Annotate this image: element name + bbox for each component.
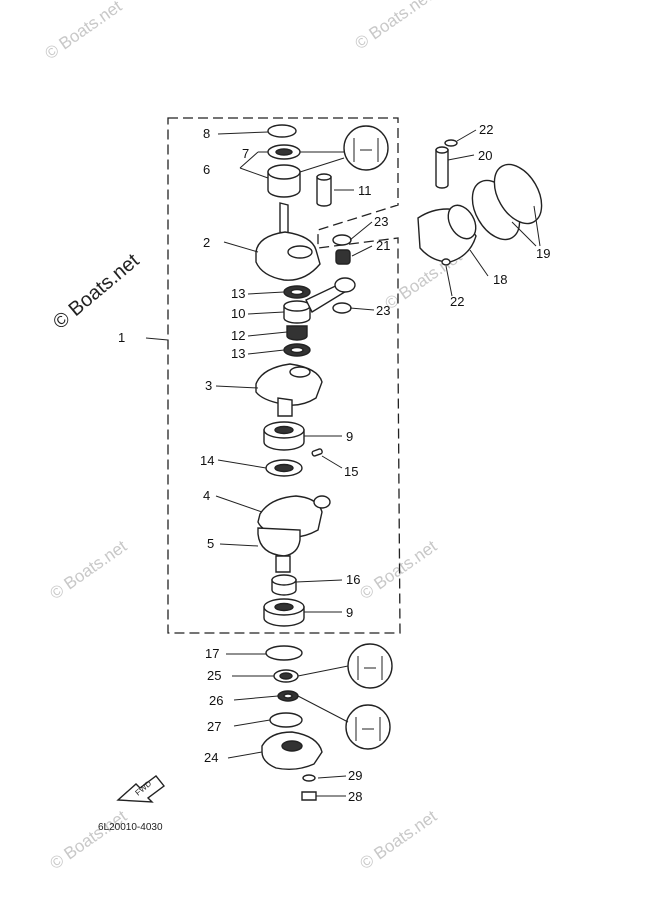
part-11-pin: [316, 176, 332, 207]
watermark-bottom-left: © Boats.net: [46, 806, 130, 873]
part-3-crank-shaft: [277, 397, 293, 417]
part-10-rod-bigend-top: [283, 300, 311, 312]
part-18-piston-crown: [447, 204, 477, 240]
watermark-mid-center: © Boats.net: [356, 536, 440, 603]
watermark-mid-left: © Boats.net: [46, 536, 130, 603]
callout-21: 21: [376, 238, 390, 253]
part-22-clip-bottom: [441, 258, 451, 266]
callout-15: 15: [344, 464, 358, 479]
part-22-clip-top: [444, 139, 458, 147]
part-9-bearing-lower-hole: [274, 602, 294, 612]
part-12-needle-bearing: [286, 325, 308, 341]
callout-25: 25: [207, 668, 221, 683]
callout-22-top: 22: [479, 122, 493, 137]
part-15-dowel-pin: [311, 448, 323, 457]
callout-3: 3: [205, 378, 212, 393]
part-27-oring: [269, 712, 303, 728]
part-23-washer-upper: [332, 234, 352, 246]
callout-13-upper: 13: [231, 286, 245, 301]
detail-bubble-bottom: [345, 704, 391, 750]
callout-17: 17: [205, 646, 219, 661]
callout-11: 11: [358, 183, 372, 198]
callout-23-lower: 23: [376, 303, 390, 318]
part-25-oil-seal-center: [279, 672, 293, 680]
part-21-needle-bearing: [335, 249, 351, 265]
callout-26: 26: [209, 693, 223, 708]
callout-1: 1: [118, 330, 125, 345]
callout-8: 8: [203, 126, 210, 141]
part-4-crank-boss: [313, 495, 331, 509]
part-29-washer: [302, 774, 316, 782]
part-7-oil-seal-center: [275, 148, 293, 156]
part-16-collar-top: [271, 574, 297, 586]
part-19-ring-outer: [493, 163, 543, 225]
callout-22-bottom: 22: [450, 294, 464, 309]
part-17-oring: [265, 645, 303, 661]
part-6-bearing-top: [267, 164, 301, 180]
part-14-labyrinth-seal-center: [274, 463, 294, 473]
part-code: 6L20010-4030: [98, 822, 163, 833]
part-13-washer-top-hole: [290, 288, 304, 296]
part-11-pin-top: [316, 173, 332, 181]
part-2-crank-web: [255, 231, 321, 281]
fwd-arrow-icon: [116, 775, 165, 803]
callout-7: 7: [242, 146, 249, 161]
callout-23-upper: 23: [374, 214, 388, 229]
watermark-top-left: © Boats.net: [41, 0, 125, 63]
assembly-boundary: [167, 117, 401, 634]
part-8-oring: [267, 124, 297, 138]
callout-9-lower: 9: [346, 605, 353, 620]
watermark-main: © Boats.net: [49, 249, 144, 333]
part-20-piston-pin: [435, 149, 449, 189]
callout-18: 18: [493, 272, 507, 287]
part-2-crank-shaft: [279, 202, 289, 238]
part-23-washer-lower: [332, 302, 352, 314]
detail-bubble-middle: [347, 643, 393, 689]
part-13-washer-bottom-hole: [290, 346, 304, 354]
callout-19: 19: [536, 246, 550, 261]
callout-20: 20: [478, 148, 492, 163]
leader-lines: [145, 129, 541, 797]
callout-24: 24: [204, 750, 218, 765]
part-9-bearing-upper-hole: [274, 425, 294, 435]
part-24-lower-housing-hole: [281, 740, 303, 752]
callout-12: 12: [231, 328, 245, 343]
part-26-oil-seal-hole: [283, 693, 293, 699]
part-5-crank-shaft-end: [275, 555, 291, 573]
part-28-bolt: [301, 791, 317, 801]
parts-layer: FWD: [116, 124, 543, 803]
callout-27: 27: [207, 719, 221, 734]
part-10-rod-smallend: [334, 277, 356, 293]
callout-29: 29: [348, 768, 362, 783]
watermark-bottom-right: © Boats.net: [356, 806, 440, 873]
watermark-top-right: © Boats.net: [351, 0, 435, 53]
callout-6: 6: [203, 162, 210, 177]
part-5-crank-shaft: [257, 527, 301, 557]
callout-28: 28: [348, 789, 362, 804]
callout-5: 5: [207, 536, 214, 551]
part-2-crank-face: [287, 245, 313, 259]
part-3-crank-face: [289, 366, 311, 378]
callout-10: 10: [231, 306, 245, 321]
callout-9-upper: 9: [346, 429, 353, 444]
detail-bubble-top: [343, 125, 389, 171]
callout-14: 14: [200, 453, 214, 468]
watermark-layer: © Boats.net © Boats.net © Boats.net © Bo…: [41, 0, 465, 873]
callout-4: 4: [203, 488, 210, 503]
callout-2: 2: [203, 235, 210, 250]
callout-16: 16: [346, 572, 360, 587]
callouts: 1 2 3 4 5 6 7 8 9 9 10 11 12 13 13 14 15…: [118, 122, 550, 804]
callout-13-lower: 13: [231, 346, 245, 361]
part-20-piston-pin-top: [435, 146, 449, 154]
